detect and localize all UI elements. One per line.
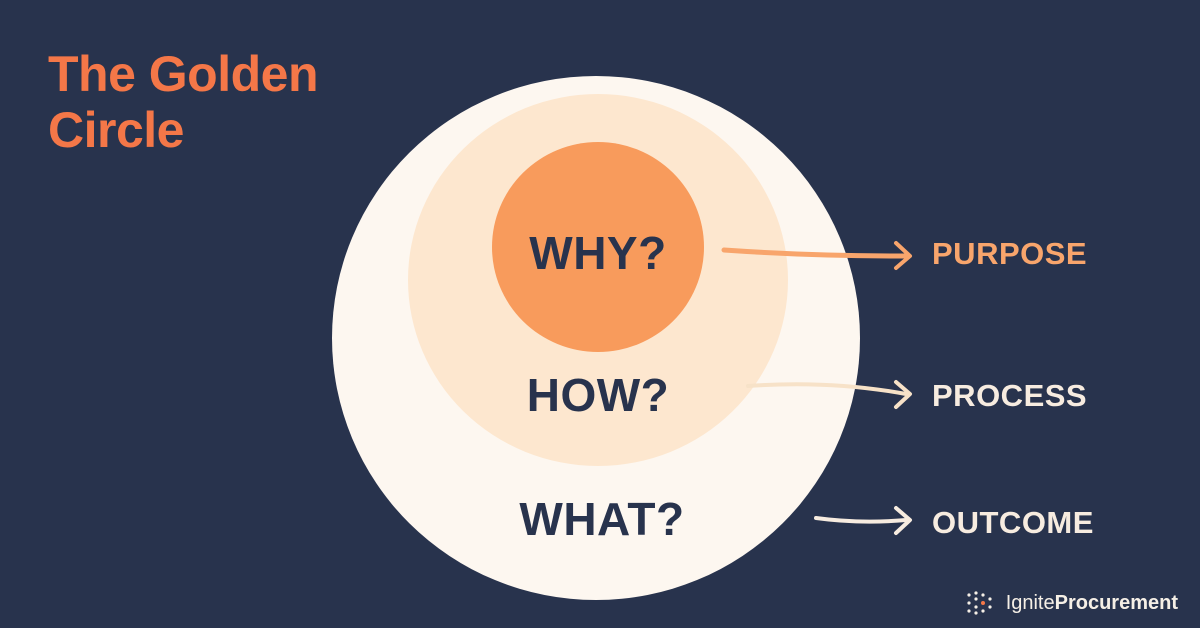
brand-name-light: Ignite	[1005, 591, 1055, 614]
page-title: The Golden Circle	[48, 46, 319, 158]
how-label: HOW?	[526, 369, 670, 421]
what-label: WHAT?	[519, 493, 685, 545]
process-arrow	[746, 380, 912, 409]
title-line-2: Circle	[48, 102, 184, 158]
purpose-label: PURPOSE	[932, 236, 1088, 271]
brand-name: IgniteProcurement	[1006, 592, 1178, 615]
title-line-1: The Golden	[48, 46, 319, 102]
outcome-arrow	[814, 506, 912, 535]
process-label: PROCESS	[932, 378, 1088, 413]
dot-grid-icon	[967, 591, 992, 615]
brand-name-bold: Procurement	[1054, 591, 1178, 614]
outcome-label: OUTCOME	[932, 505, 1094, 540]
brand-logo: IgniteProcurement	[966, 590, 1178, 616]
purpose-arrow	[721, 241, 912, 270]
why-circle	[492, 142, 704, 352]
why-label: WHY?	[529, 227, 667, 279]
